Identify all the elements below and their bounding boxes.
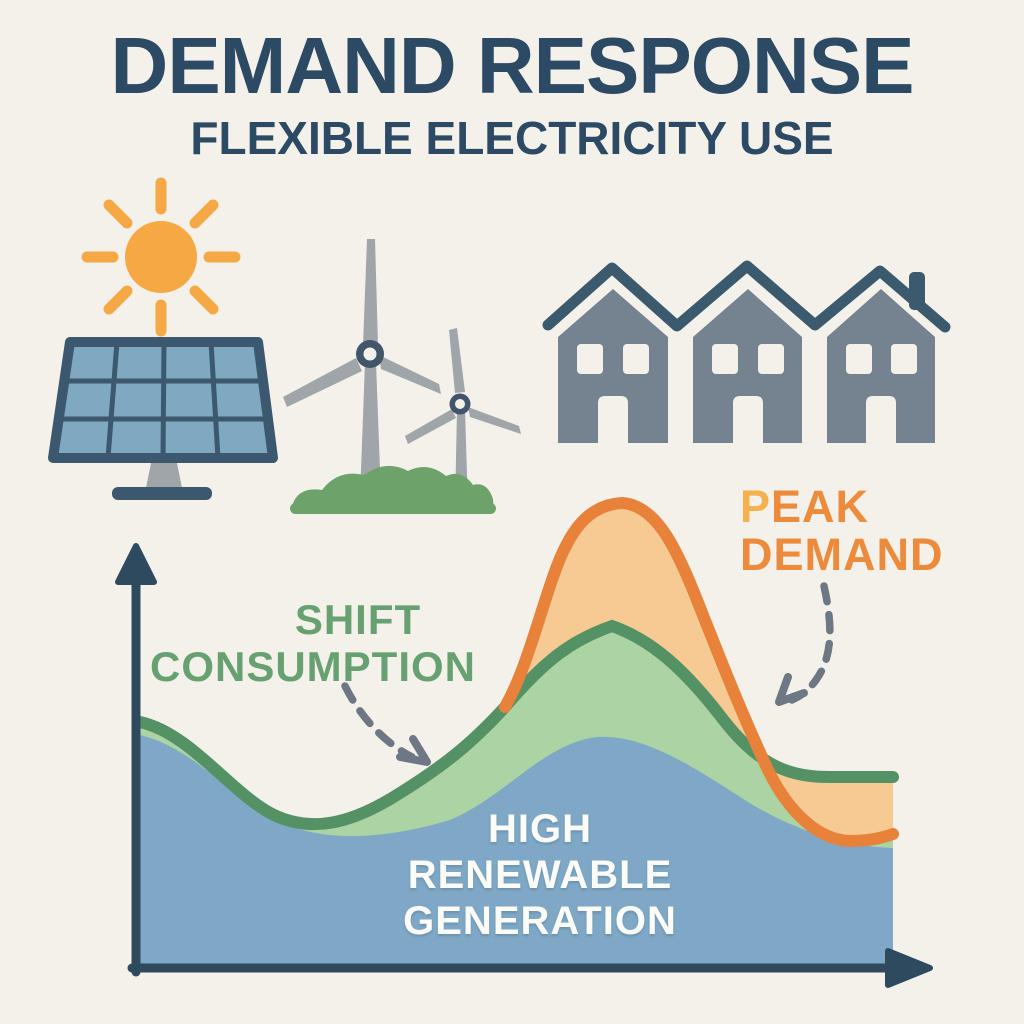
- roofline-icon: [542, 260, 951, 333]
- x-axis: [127, 948, 933, 988]
- peak-demand-label-line2: DEMAND: [740, 529, 944, 580]
- shift-consumption-arrow-icon: [341, 682, 431, 766]
- peak-demand-line: [499, 496, 899, 848]
- high-renewable-generation-label: HIGH RENEWABLE GENERATION: [385, 806, 695, 944]
- renewable-label-line1: HIGH: [488, 807, 592, 851]
- peak-demand-label: PEAK DEMAND: [740, 483, 944, 579]
- sun-icon: [81, 177, 241, 337]
- wind-turbines-icon: [283, 239, 521, 514]
- peak-demand-arrow-icon: [775, 582, 834, 706]
- y-axis: [115, 543, 157, 977]
- renewable-label-line3: GENERATION: [403, 899, 677, 943]
- grass-icon: [290, 465, 496, 514]
- x-axis-arrowhead-icon: [885, 948, 933, 988]
- solar-panel-icon: [48, 337, 278, 500]
- peak-demand-band: [505, 503, 893, 841]
- page-title: DEMAND RESPONSE: [110, 21, 915, 110]
- shift-consumption-label-line2: CONSUMPTION: [150, 643, 476, 690]
- renewable-label-line2: RENEWABLE: [407, 853, 673, 897]
- house-windows: [577, 344, 917, 374]
- page-subtitle: FLEXIBLE ELECTRICITY USE: [190, 112, 834, 164]
- renewable-generation-area: [140, 735, 893, 966]
- y-axis-arrowhead-icon: [115, 543, 157, 585]
- shift-consumption-label: SHIFT CONSUMPTION: [150, 596, 476, 690]
- houses-icon: [542, 260, 951, 443]
- peak-demand-label-line1: PEAK: [740, 481, 870, 532]
- demand-chart: [115, 496, 933, 988]
- shift-consumption-label-line1: SHIFT: [294, 596, 422, 643]
